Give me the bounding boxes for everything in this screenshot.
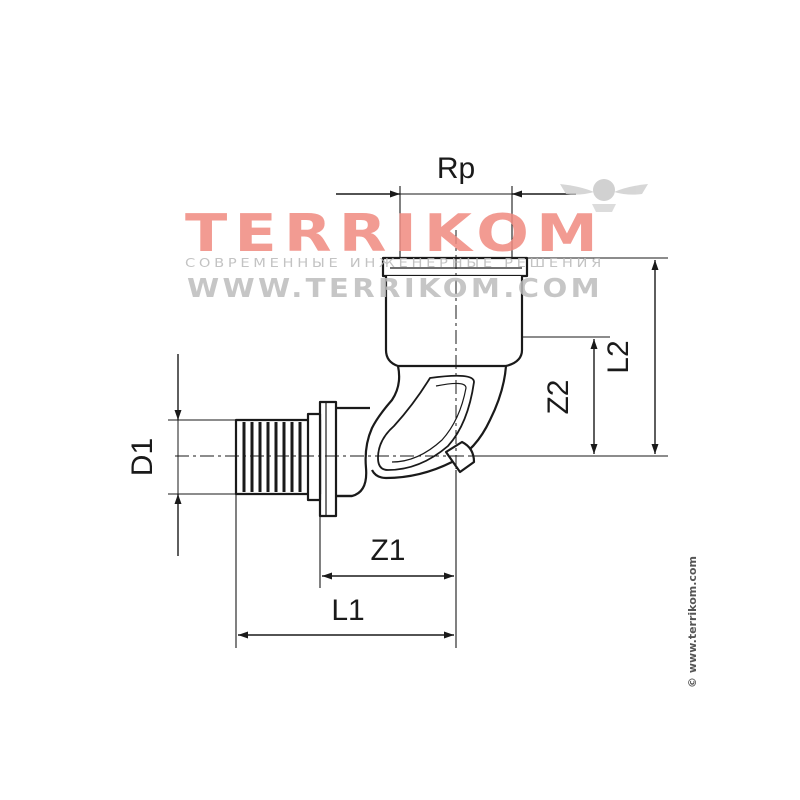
winged-globe-logo bbox=[560, 179, 648, 212]
l1-label: L1 bbox=[331, 594, 364, 627]
copyright-text: © www.terrikom.com bbox=[686, 556, 699, 688]
elbow-bore bbox=[377, 374, 475, 471]
watermark-tagline: СОВРЕМЕННЫЕ ИНЖЕНЕРНЫЕ РЕШЕНИЯ bbox=[185, 256, 605, 270]
bend-plug bbox=[444, 440, 476, 474]
watermark-url: WWW.TERRIKOM.COM bbox=[187, 274, 603, 304]
collar-flange bbox=[318, 400, 338, 518]
dimension-lines bbox=[174, 190, 659, 639]
elbow-outer bbox=[336, 365, 401, 498]
rp-label: Rp bbox=[437, 152, 475, 185]
z1-label: Z1 bbox=[370, 534, 405, 567]
centerlines bbox=[175, 230, 470, 470]
threaded-spigot bbox=[234, 418, 322, 496]
l2-label: L2 bbox=[602, 340, 635, 373]
elbow-fitting bbox=[234, 256, 529, 518]
watermark-brand: TERRIKOM bbox=[185, 204, 605, 264]
z2-label: Z2 bbox=[542, 379, 575, 414]
spigot-threads bbox=[242, 422, 302, 492]
d1-label: D1 bbox=[126, 438, 159, 476]
socket-rim bbox=[381, 256, 529, 278]
extension-lines bbox=[168, 186, 668, 648]
socket-body bbox=[384, 276, 524, 368]
watermark: TERRIKOM СОВРЕМЕННЫЕ ИНЖЕНЕРНЫЕ РЕШЕНИЯ … bbox=[185, 179, 648, 304]
